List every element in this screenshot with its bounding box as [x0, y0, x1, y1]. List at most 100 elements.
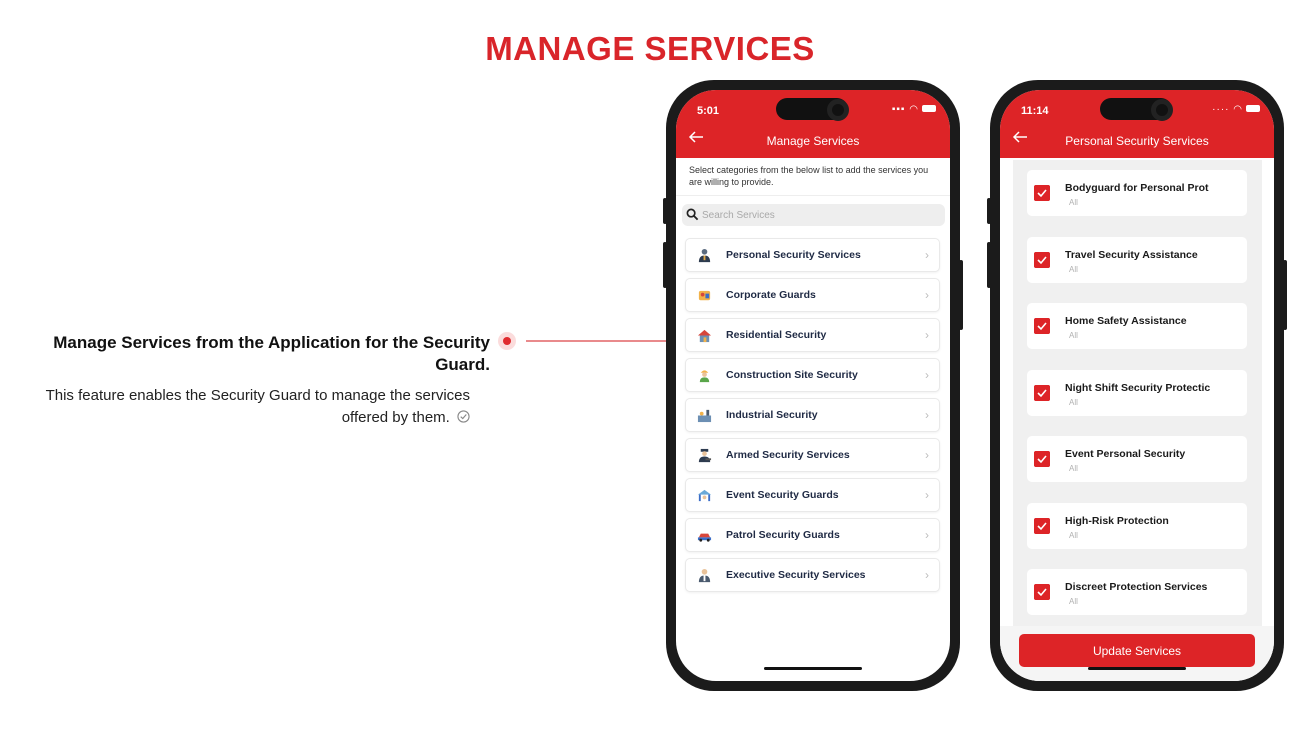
factory-icon — [697, 409, 712, 423]
category-label: Construction Site Security — [726, 369, 858, 381]
service-name: Home Safety Assistance — [1065, 315, 1187, 327]
category-item[interactable]: Executive Security Services › — [685, 558, 940, 592]
header-title: Personal Security Services — [1065, 134, 1209, 148]
wifi-icon: ◠ — [909, 104, 919, 115]
home-indicator — [764, 667, 862, 670]
event-tent-icon — [697, 489, 712, 502]
bodyguard-icon — [698, 248, 711, 263]
service-item[interactable]: Event Personal Security All — [1027, 436, 1247, 482]
service-item[interactable]: High-Risk Protection All — [1027, 503, 1247, 549]
service-name: Event Personal Security — [1065, 448, 1186, 460]
service-sub: All — [1069, 331, 1078, 340]
chevron-right-icon: › — [925, 408, 929, 422]
divider — [676, 195, 950, 196]
services-panel: Bodyguard for Personal Prot All Travel S… — [1013, 160, 1262, 628]
status-time: 11:14 — [1021, 105, 1049, 117]
checkbox-checked-icon[interactable] — [1034, 252, 1050, 268]
category-item[interactable]: Event Security Guards › — [685, 478, 940, 512]
checkbox-checked-icon[interactable] — [1034, 518, 1050, 534]
service-name: High-Risk Protection — [1065, 515, 1169, 527]
phone-personal-security-services: 11:14 ···· ◠ Personal Security Services … — [987, 80, 1287, 691]
checkbox-checked-icon[interactable] — [1034, 185, 1050, 201]
house-icon — [697, 329, 712, 343]
category-label: Corporate Guards — [726, 289, 816, 301]
checkbox-checked-icon[interactable] — [1034, 451, 1050, 467]
back-arrow-icon[interactable] — [688, 130, 704, 144]
mute-switch — [663, 198, 667, 224]
service-sub: All — [1069, 531, 1078, 540]
armed-guard-icon — [698, 448, 712, 463]
feature-title: Manage Services from the Application for… — [53, 333, 490, 374]
page-title: MANAGE SERVICES — [485, 30, 815, 67]
chevron-right-icon: › — [925, 248, 929, 262]
category-item[interactable]: Residential Security › — [685, 318, 940, 352]
service-name: Discreet Protection Services — [1065, 581, 1208, 593]
service-item[interactable]: Home Safety Assistance All — [1027, 303, 1247, 349]
header-title: Manage Services — [766, 134, 860, 148]
service-item[interactable]: Discreet Protection Services All — [1027, 569, 1247, 615]
category-label: Executive Security Services — [726, 569, 866, 581]
service-sub: All — [1069, 597, 1078, 606]
category-label: Patrol Security Guards — [726, 529, 840, 541]
category-label: Armed Security Services — [726, 449, 850, 461]
intro-text: Select categories from the below list to… — [689, 165, 929, 187]
category-label: Industrial Security — [726, 409, 818, 421]
search-input[interactable] — [702, 207, 932, 223]
service-name: Bodyguard for Personal Prot — [1065, 182, 1209, 194]
checkbox-checked-icon[interactable] — [1034, 385, 1050, 401]
app-header: 11:14 ···· ◠ Personal Security Services — [1000, 90, 1274, 158]
category-item[interactable]: Industrial Security › — [685, 398, 940, 432]
back-arrow-icon[interactable] — [1012, 130, 1028, 144]
category-label: Residential Security — [726, 329, 827, 341]
category-list: Personal Security Services › Corporate G… — [685, 238, 940, 598]
search-bar[interactable] — [682, 204, 945, 226]
executive-icon — [698, 568, 711, 583]
feature-description-text: This feature enables the Security Guard … — [45, 387, 470, 426]
service-item[interactable]: Night Shift Security Protectic All — [1027, 370, 1247, 416]
battery-icon — [922, 105, 936, 112]
connector-dot — [498, 332, 516, 350]
wifi-icon: ◠ — [1233, 104, 1243, 115]
camera — [1151, 99, 1173, 121]
service-item[interactable]: Travel Security Assistance All — [1027, 237, 1247, 283]
connector-line — [526, 340, 668, 342]
app-header: 5:01 ▪▪▪ ◠ Manage Services — [676, 90, 950, 158]
category-item[interactable]: Armed Security Services › — [685, 438, 940, 472]
category-item[interactable]: Patrol Security Guards › — [685, 518, 940, 552]
chevron-right-icon: › — [925, 488, 929, 502]
camera — [827, 99, 849, 121]
chevron-right-icon: › — [925, 288, 929, 302]
screen: 5:01 ▪▪▪ ◠ Manage Services Select catego… — [676, 90, 950, 681]
volume-button — [663, 242, 667, 288]
status-icons: ▪▪▪ ◠ — [892, 104, 936, 115]
checkbox-checked-icon[interactable] — [1034, 318, 1050, 334]
category-item[interactable]: Construction Site Security › — [685, 358, 940, 392]
mute-switch — [987, 198, 991, 224]
checkbox-checked-icon[interactable] — [1034, 584, 1050, 600]
update-services-button[interactable]: Update Services — [1019, 634, 1255, 667]
check-circle-icon — [457, 410, 470, 423]
home-indicator — [1088, 667, 1186, 670]
search-icon — [686, 208, 699, 221]
service-sub: All — [1069, 464, 1078, 473]
power-button — [1283, 260, 1287, 330]
screen: 11:14 ···· ◠ Personal Security Services … — [1000, 90, 1274, 681]
corporate-guard-icon — [698, 290, 711, 301]
feature-description: This feature enables the Security Guard … — [30, 385, 490, 429]
chevron-right-icon: › — [925, 368, 929, 382]
category-item[interactable]: Corporate Guards › — [685, 278, 940, 312]
construction-worker-icon — [699, 370, 710, 383]
chevron-right-icon: › — [925, 568, 929, 582]
volume-button — [987, 242, 991, 288]
service-name: Night Shift Security Protectic — [1065, 382, 1211, 394]
status-icons: ···· ◠ — [1212, 104, 1260, 115]
category-item[interactable]: Personal Security Services › — [685, 238, 940, 272]
chevron-right-icon: › — [925, 328, 929, 342]
status-time: 5:01 — [697, 105, 720, 117]
service-name: Travel Security Assistance — [1065, 249, 1198, 261]
feature-callout: Manage Services from the Application for… — [30, 332, 490, 429]
service-item[interactable]: Bodyguard for Personal Prot All — [1027, 170, 1247, 216]
category-label: Personal Security Services — [726, 249, 861, 261]
service-sub: All — [1069, 265, 1078, 274]
category-label: Event Security Guards — [726, 489, 839, 501]
